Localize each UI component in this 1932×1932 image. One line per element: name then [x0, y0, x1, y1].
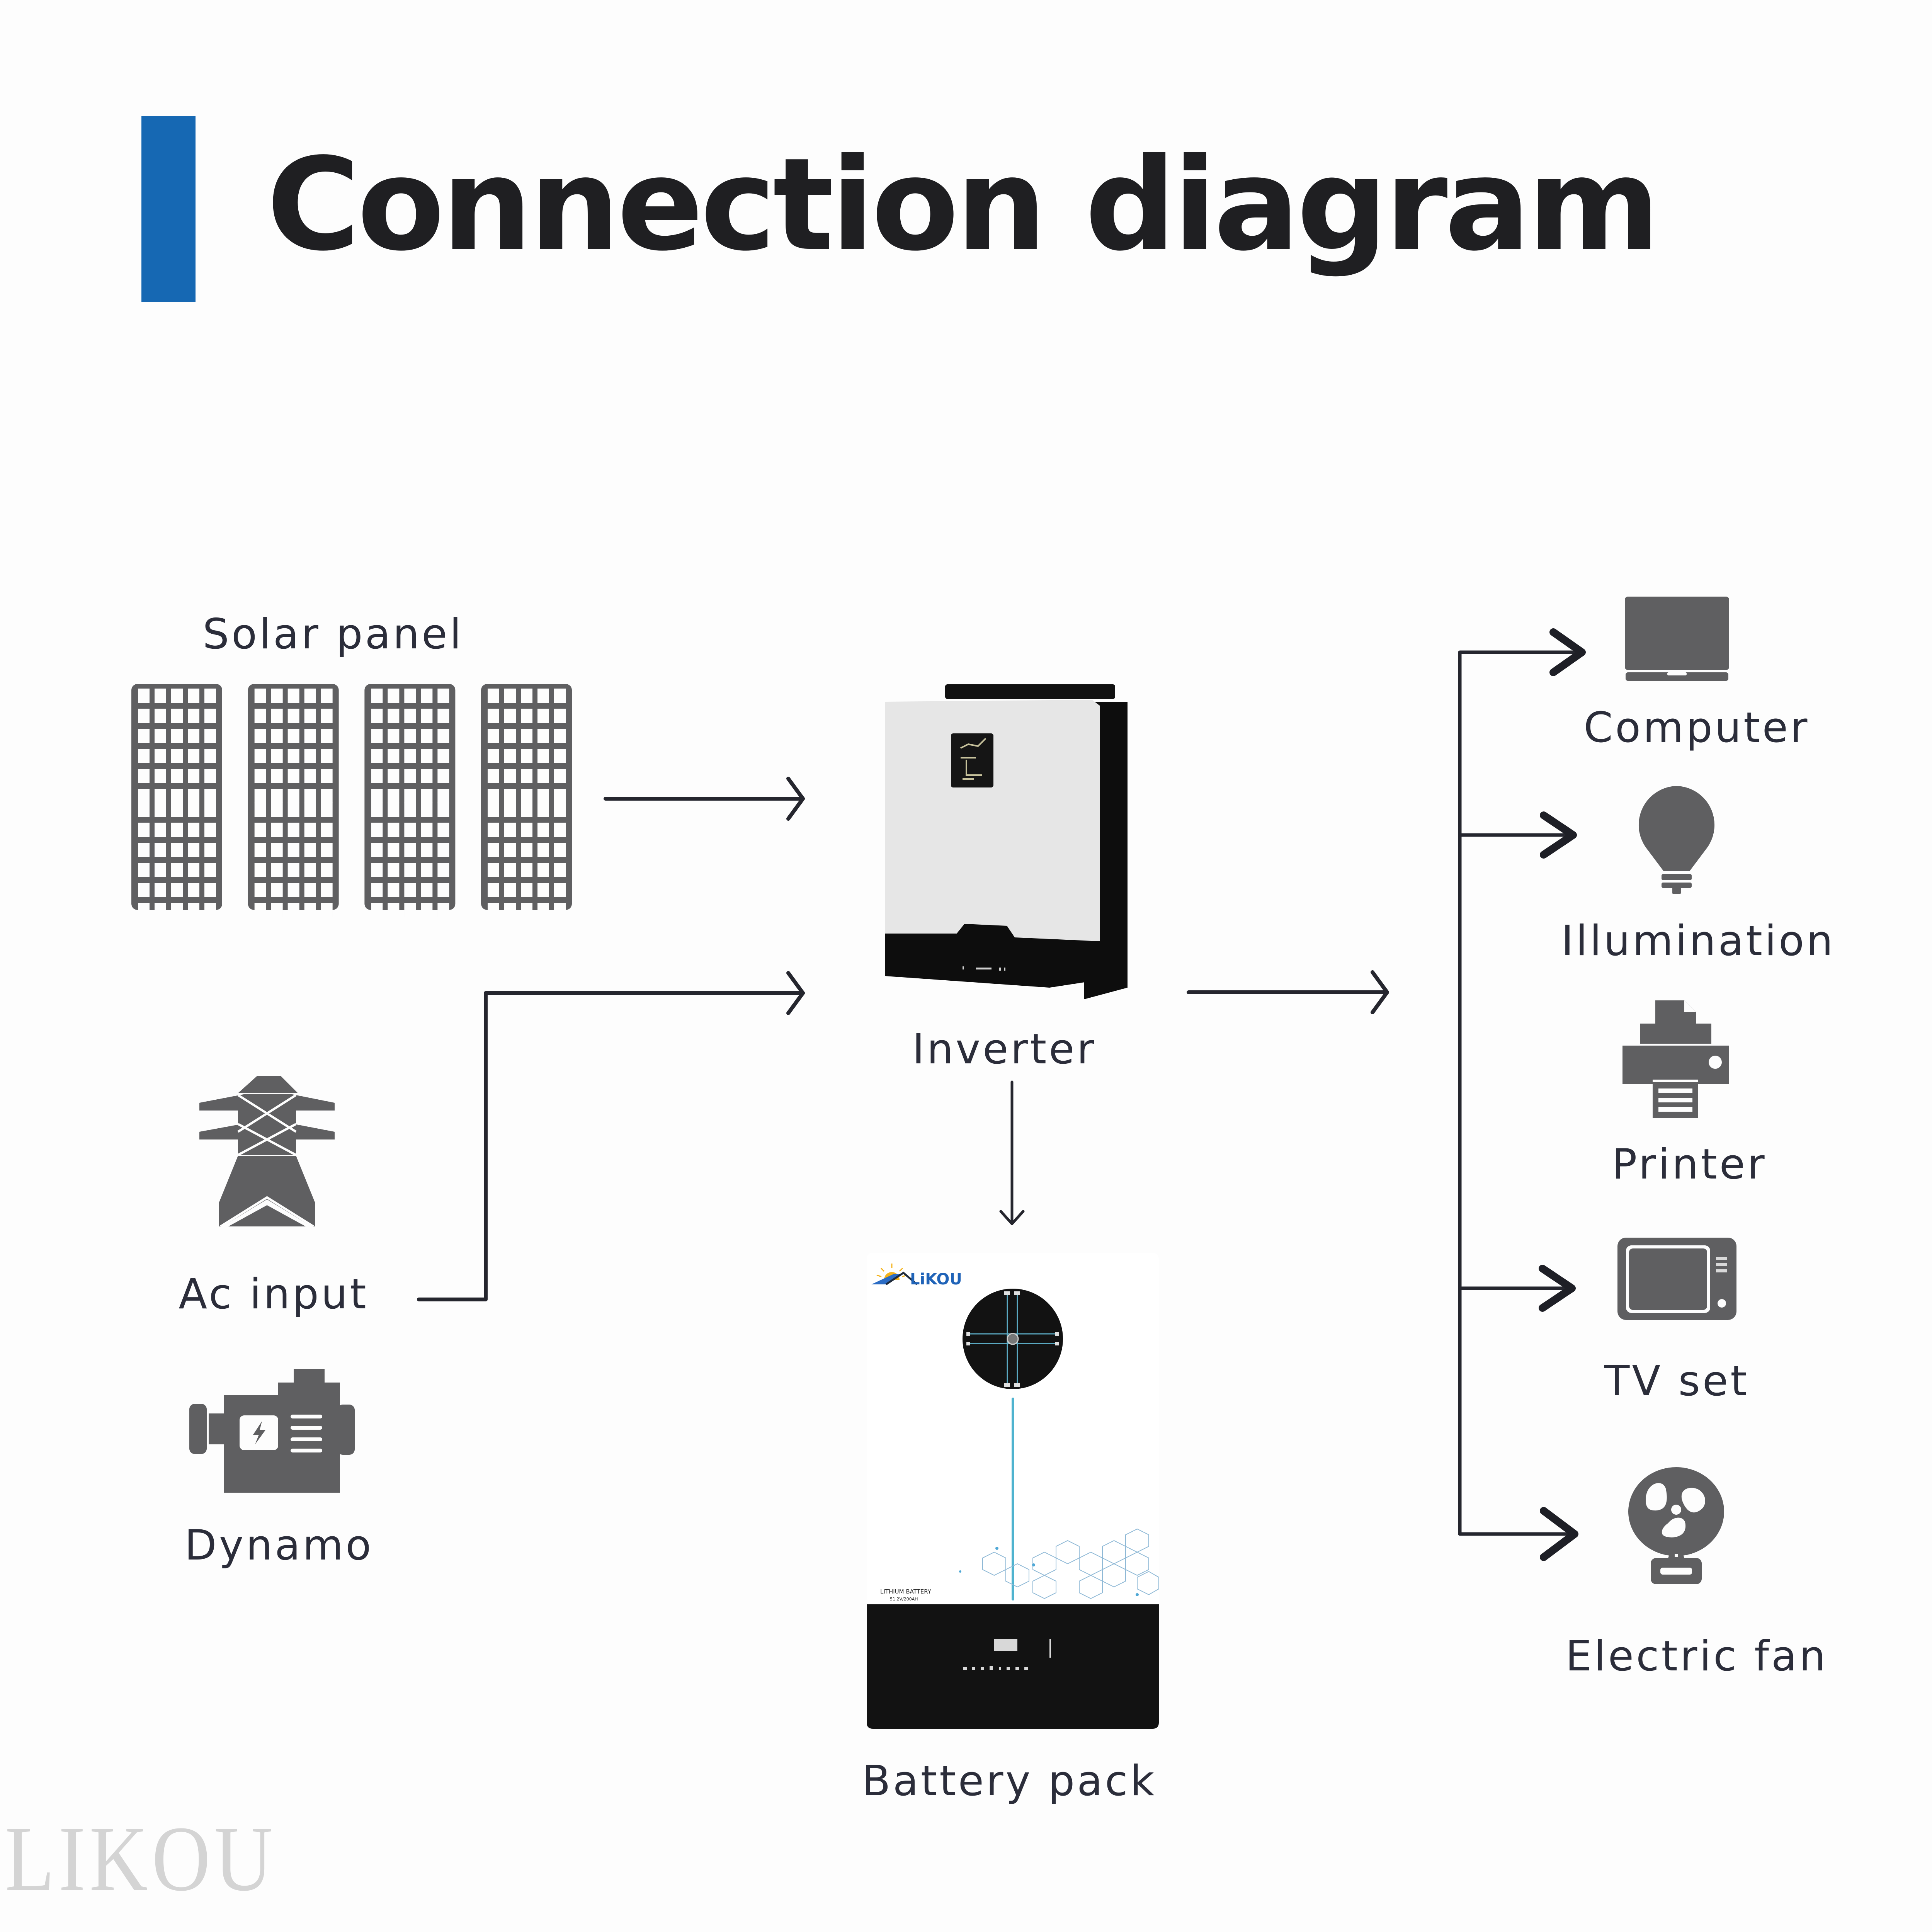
battery-stripe	[1012, 1398, 1014, 1600]
arrow-ac-to-inverter	[417, 971, 805, 1301]
printer-icon	[1622, 1000, 1729, 1118]
battery-brand: LiKOU	[910, 1270, 962, 1288]
light-bulb-icon	[1638, 786, 1716, 894]
battery-control-panel	[867, 1604, 1159, 1729]
battery-spec-text: 51.2V/200AH	[890, 1597, 918, 1602]
battery-buttons	[963, 1666, 1028, 1670]
battery-pack-label: Battery pack	[862, 1757, 1157, 1805]
solar-panel-icon	[131, 684, 222, 917]
power-tower-icon	[199, 1074, 335, 1241]
battery-product-text: LITHIUM BATTERY	[880, 1588, 932, 1595]
ac-input-label: Ac input	[179, 1270, 369, 1318]
solar-panel-icon	[364, 684, 456, 917]
brand-logo	[871, 1264, 918, 1286]
watermark: LIKOU	[5, 1807, 277, 1911]
dynamo-label: Dynamo	[184, 1521, 374, 1570]
generator-icon	[189, 1369, 355, 1493]
tv-icon	[1617, 1238, 1736, 1320]
solar-panel-array	[131, 684, 572, 917]
inverter-device	[883, 682, 1131, 1011]
arrow-inverter-to-loads	[1187, 970, 1389, 1014]
load-label-tv-set: TV set	[1604, 1357, 1749, 1405]
hexagon-pattern	[982, 1528, 1159, 1599]
load-arrowheads	[1539, 628, 1586, 1561]
laptop-icon	[1625, 597, 1729, 682]
inverter-label: Inverter	[912, 1025, 1097, 1073]
load-bus	[1458, 650, 1584, 1536]
battery-display	[994, 1639, 1017, 1651]
title-accent-bar	[141, 116, 196, 302]
battery-pack-device: LiKOU	[867, 1253, 1159, 1729]
arrow-inverter-to-battery	[999, 1080, 1025, 1225]
load-label-electric-fan: Electric fan	[1565, 1632, 1828, 1680]
load-label-illumination: Illumination	[1561, 917, 1835, 965]
fan-icon	[1628, 1467, 1725, 1585]
page-title: Connection diagram	[267, 131, 1660, 279]
solar-panel-label: Solar panel	[202, 610, 464, 658]
load-label-computer: Computer	[1583, 704, 1810, 752]
solar-panel-icon	[481, 684, 572, 917]
load-label-printer: Printer	[1612, 1140, 1767, 1189]
solar-panel-icon	[248, 684, 339, 917]
arrow-solar-to-inverter	[604, 777, 805, 821]
